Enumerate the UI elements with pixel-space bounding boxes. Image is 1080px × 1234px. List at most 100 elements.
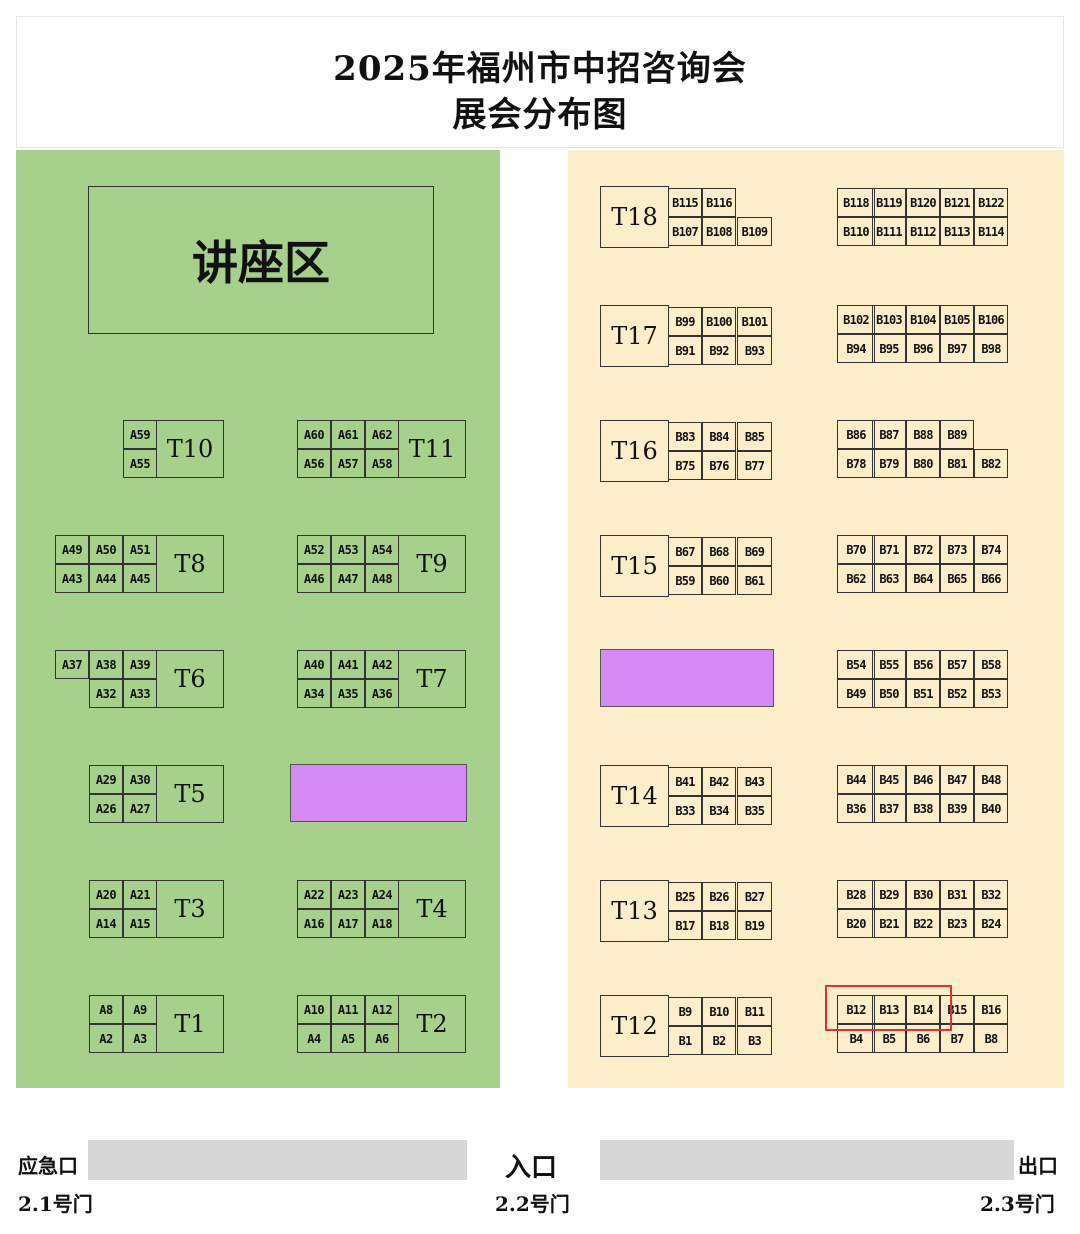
booth-cell[interactable]: B88 (906, 420, 940, 449)
booth-cell[interactable]: A48 (365, 564, 399, 593)
booth-cell[interactable]: B58 (974, 650, 1008, 679)
table-t7[interactable]: T7 (398, 650, 466, 708)
booth-cell[interactable]: B96 (906, 334, 940, 363)
booth-cell[interactable]: B46 (906, 765, 940, 794)
booth-cell[interactable]: B87 (872, 420, 906, 449)
table-t5[interactable]: T5 (156, 765, 224, 823)
booth-cell[interactable]: A2 (89, 1024, 123, 1053)
booth-cell[interactable]: B75 (668, 451, 702, 480)
booth-cell[interactable]: A39 (123, 650, 157, 679)
booth-cell[interactable]: B73 (940, 535, 974, 564)
booth-cell[interactable]: A44 (89, 564, 123, 593)
booth-cell[interactable]: A60 (297, 420, 331, 449)
booth-cell[interactable]: B37 (872, 794, 906, 823)
booth-cell[interactable]: B1 (668, 1026, 702, 1055)
booth-cell[interactable]: B63 (872, 564, 906, 593)
booth-cell[interactable]: B34 (702, 796, 736, 825)
booth-cell[interactable]: B79 (872, 449, 906, 478)
booth-cell[interactable]: B21 (872, 909, 906, 938)
booth-cell[interactable]: B27 (737, 882, 772, 911)
booth-cell[interactable]: B4 (837, 1024, 875, 1053)
table-t11[interactable]: T11 (398, 420, 466, 478)
table-t6[interactable]: T6 (156, 650, 224, 708)
booth-cell[interactable]: B115 (668, 188, 702, 217)
booth-cell[interactable]: B45 (872, 765, 906, 794)
lecture-area[interactable]: 讲座区 (88, 186, 434, 334)
booth-cell[interactable]: B57 (940, 650, 974, 679)
booth-cell[interactable]: A62 (365, 420, 399, 449)
booth-cell[interactable]: B78 (837, 449, 875, 478)
table-t9[interactable]: T9 (398, 535, 466, 593)
booth-cell[interactable]: A27 (123, 794, 157, 823)
booth-cell[interactable]: B89 (940, 420, 974, 449)
booth-cell[interactable]: A53 (331, 535, 365, 564)
table-t13[interactable]: T13 (600, 880, 669, 942)
booth-cell[interactable]: B76 (702, 451, 736, 480)
booth-cell[interactable]: B101 (737, 307, 772, 336)
booth-cell[interactable]: B26 (702, 882, 736, 911)
booth-cell[interactable]: B107 (668, 217, 702, 246)
booth-cell[interactable]: B32 (974, 880, 1008, 909)
booth-cell[interactable]: B71 (872, 535, 906, 564)
booth-cell[interactable]: A54 (365, 535, 399, 564)
booth-cell[interactable]: B10 (702, 997, 736, 1026)
booth-cell[interactable]: A8 (89, 995, 123, 1024)
booth-cell[interactable]: B6 (906, 1024, 940, 1053)
booth-cell[interactable]: A58 (365, 449, 399, 478)
booth-cell[interactable]: A6 (365, 1024, 399, 1053)
booth-cell[interactable]: B105 (940, 305, 974, 334)
booth-cell[interactable]: B91 (668, 336, 702, 365)
booth-cell[interactable]: B72 (906, 535, 940, 564)
booth-cell[interactable]: A50 (89, 535, 123, 564)
booth-cell[interactable]: B93 (737, 336, 772, 365)
booth-cell[interactable]: A22 (297, 880, 331, 909)
booth-cell[interactable]: B98 (974, 334, 1008, 363)
table-t4[interactable]: T4 (398, 880, 466, 938)
booth-cell[interactable]: B85 (737, 422, 772, 451)
booth-cell[interactable]: A14 (89, 909, 123, 938)
booth-cell[interactable]: B110 (837, 217, 875, 246)
table-t16[interactable]: T16 (600, 420, 669, 482)
booth-cell[interactable]: A5 (331, 1024, 365, 1053)
booth-cell[interactable]: B2 (702, 1026, 736, 1055)
booth-cell[interactable]: B25 (668, 882, 702, 911)
booth-cell[interactable]: B55 (872, 650, 906, 679)
booth-cell[interactable]: B13 (872, 995, 906, 1024)
booth-cell[interactable]: B23 (940, 909, 974, 938)
booth-cell[interactable]: B116 (702, 188, 736, 217)
booth-cell[interactable]: B24 (974, 909, 1008, 938)
booth-cell[interactable]: B112 (906, 217, 940, 246)
table-t3[interactable]: T3 (156, 880, 224, 938)
booth-cell[interactable]: A32 (89, 679, 123, 708)
booth-cell[interactable]: B61 (737, 566, 772, 595)
booth-cell[interactable]: B8 (974, 1024, 1008, 1053)
booth-cell[interactable]: B81 (940, 449, 974, 478)
booth-cell[interactable]: B53 (974, 679, 1008, 708)
booth-cell[interactable]: B50 (872, 679, 906, 708)
booth-cell[interactable]: B97 (940, 334, 974, 363)
booth-cell[interactable]: B92 (702, 336, 736, 365)
booth-cell[interactable]: B16 (974, 995, 1008, 1024)
booth-cell[interactable]: B22 (906, 909, 940, 938)
booth-cell[interactable]: B18 (702, 911, 736, 940)
booth-cell[interactable]: B83 (668, 422, 702, 451)
booth-cell[interactable]: B106 (974, 305, 1008, 334)
booth-cell[interactable]: A10 (297, 995, 331, 1024)
booth-cell[interactable]: B86 (837, 420, 875, 449)
table-t10[interactable]: T10 (156, 420, 224, 478)
booth-cell[interactable]: A55 (123, 449, 157, 478)
booth-cell[interactable]: B30 (906, 880, 940, 909)
booth-cell[interactable]: A45 (123, 564, 157, 593)
booth-cell[interactable]: B11 (737, 997, 772, 1026)
booth-cell[interactable]: B108 (702, 217, 736, 246)
table-t17[interactable]: T17 (600, 305, 669, 367)
booth-cell[interactable]: B28 (837, 880, 875, 909)
booth-cell[interactable]: A29 (89, 765, 123, 794)
booth-cell[interactable]: B74 (974, 535, 1008, 564)
booth-cell[interactable]: B12 (837, 995, 875, 1024)
booth-cell[interactable]: B29 (872, 880, 906, 909)
booth-cell[interactable]: B59 (668, 566, 702, 595)
booth-cell[interactable]: B80 (906, 449, 940, 478)
booth-cell[interactable]: A4 (297, 1024, 331, 1053)
booth-cell[interactable]: B49 (837, 679, 875, 708)
